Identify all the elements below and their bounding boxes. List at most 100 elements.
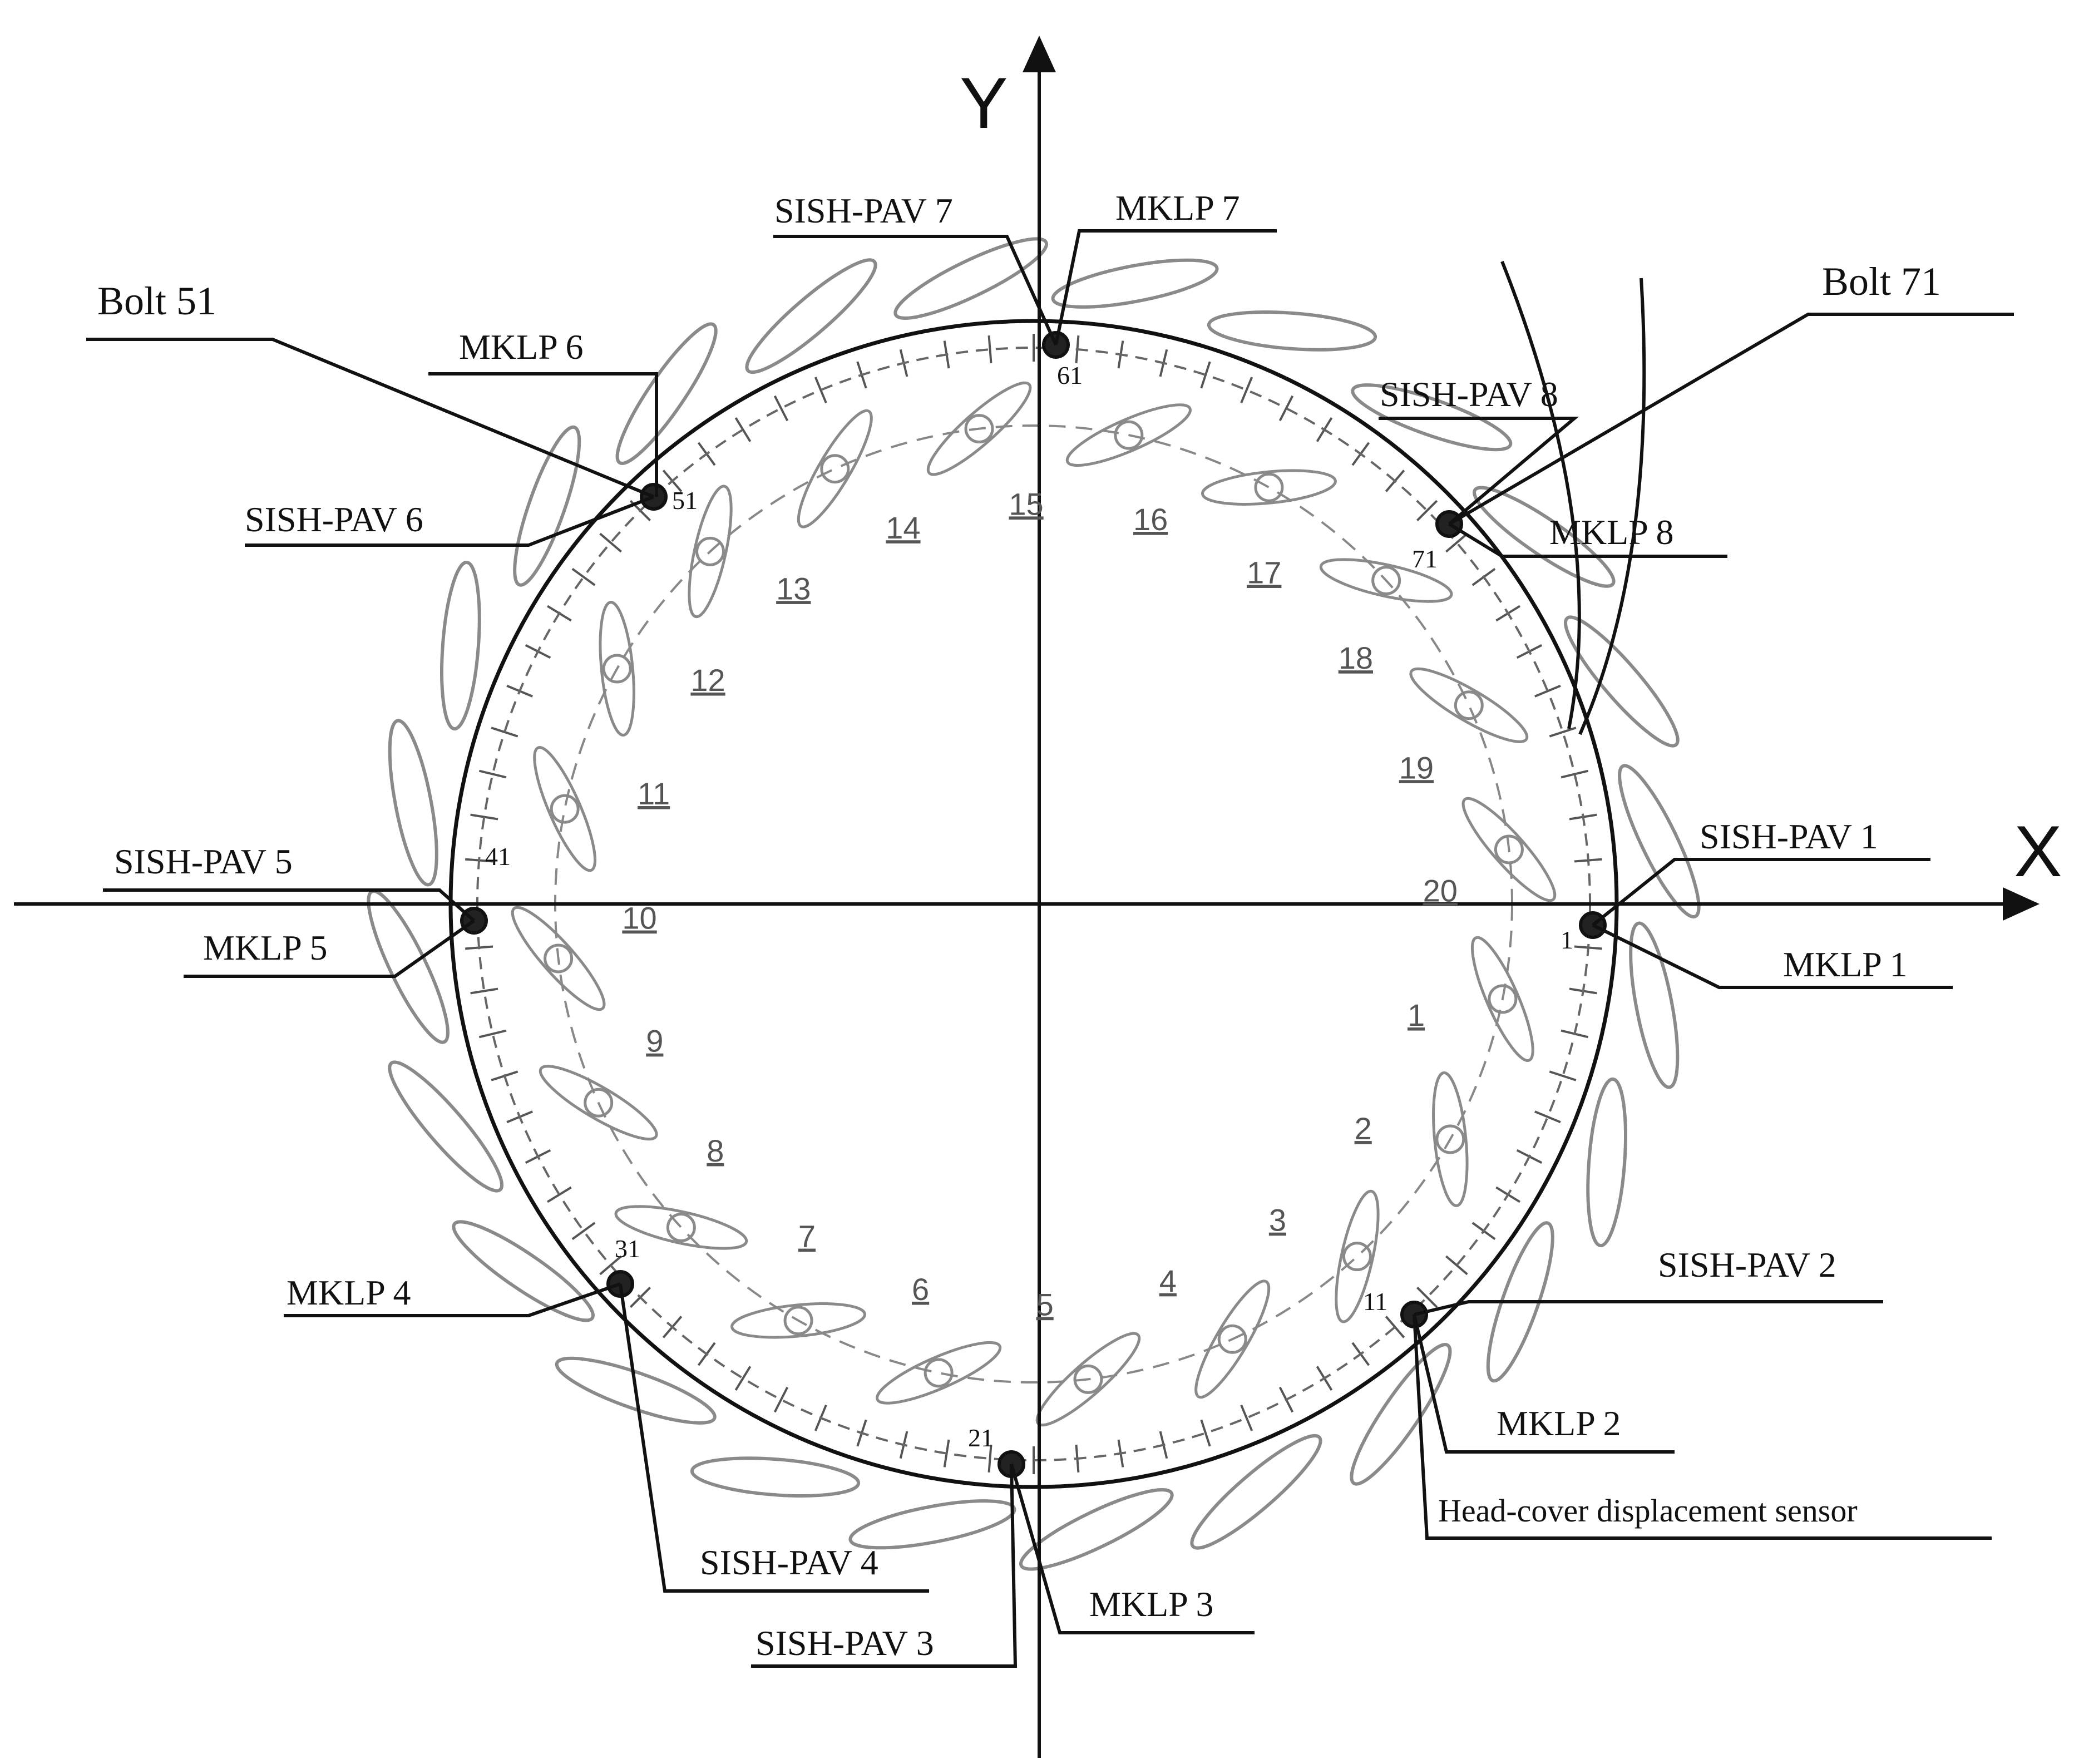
label-mklp-7: MKLP 7 [1115,188,1240,228]
guide-vane [539,1065,658,1141]
guide-vane [1194,1279,1271,1399]
bolt-tick [470,987,498,995]
label-sish-pav-3: SISH-PAV 3 [755,1623,934,1663]
vane-number: 20 [1423,873,1458,908]
point-number-21: 21 [968,1424,994,1452]
bolt-tick [1549,727,1577,738]
sector-line-b [1578,278,1646,735]
label-sish-pav-5: SISH-PAV 5 [114,842,293,881]
vane-pivot [584,1088,614,1118]
point-number-61: 61 [1057,361,1083,389]
bolt-tick [814,377,827,403]
outer-blade [745,258,877,374]
outer-blade [555,1356,717,1425]
bolt-tick [571,567,596,586]
guide-vane [1409,667,1529,743]
guide-vane [926,381,1032,476]
vane-number: 7 [798,1219,816,1254]
bolt-tick [1200,361,1211,389]
outer-blade [1207,310,1377,352]
vane-number: 4 [1159,1263,1177,1298]
vane-number: 13 [776,571,811,606]
outer-blade [893,237,1049,320]
point-number-labels: 1 11 21 31 41 51 61 71 [485,361,1573,1452]
vane-number: 6 [912,1272,929,1307]
outer-blade [452,1220,595,1322]
outer-blade [1564,615,1680,748]
vane-number: 18 [1339,640,1373,675]
label-sish-pav-2: SISH-PAV 2 [1658,1245,1836,1284]
outer-blade [440,560,481,731]
guide-vane [688,485,733,619]
vane-pivot [1254,472,1284,502]
label-mklp-3: MKLP 3 [1089,1584,1213,1624]
guide-vane [1461,797,1557,902]
point-number-11: 11 [1363,1287,1387,1316]
label-sish-pav-6: SISH-PAV 6 [245,500,423,539]
label-mklp-1: MKLP 1 [1783,945,1907,984]
guide-vane [797,409,873,528]
guide-vane [533,746,597,872]
outer-blade [690,1456,861,1498]
vane-pivot [1217,1324,1247,1354]
vane-number: 19 [1399,750,1434,785]
bolt-tick [987,335,992,364]
vane-pivot [544,943,574,974]
vane-number: 5 [1036,1287,1054,1322]
guide-vane [614,1205,748,1250]
bolt-tick [987,1444,992,1473]
bolt-tick [599,1255,622,1276]
bolt-tick [1416,1287,1438,1308]
bolt-tick [599,532,622,553]
outer-blade [1019,1488,1174,1571]
bolt-tick [773,1386,789,1413]
outer-blade [1586,1077,1627,1248]
label-sish-pav-7: SISH-PAV 7 [774,191,953,230]
vane-number: 14 [886,510,920,545]
outer-blade [1473,486,1616,588]
guide-vane [1319,558,1453,603]
vane-pivot [1073,1364,1103,1394]
guide-vane [599,601,635,737]
bolt-tick [1534,1110,1561,1124]
vane-pivot [820,454,850,484]
vane-number: 3 [1269,1203,1286,1238]
outer-blade [1190,1434,1322,1550]
vane-number: 11 [638,776,670,811]
bolt-tick [734,1366,752,1391]
outer-blade [848,1499,1016,1550]
vane-number: 16 [1133,502,1168,537]
bolt-tick [1445,1255,1468,1276]
vane-number: 9 [646,1024,663,1059]
label-bolt-51: Bolt 51 [97,279,216,323]
bolt-tick [478,769,507,779]
bolt-tick [478,1029,507,1039]
vane-number: 17 [1247,555,1281,590]
label-sish-pav-4: SISH-PAV 4 [700,1543,878,1582]
vane-number: 10 [622,901,656,936]
vane-pivot [1488,984,1518,1014]
bolt-tick [1445,532,1468,553]
bolt-tick [1416,500,1438,521]
guide-vane [1470,936,1534,1062]
vane-number: 1 [1408,997,1425,1032]
vane-pivot [783,1306,813,1336]
vane-pivot [550,794,580,824]
guide-vane [1201,469,1337,506]
label-bolt-71: Bolt 71 [1822,259,1941,304]
vane-pivot [1494,834,1524,864]
bolt-tick [1240,377,1253,403]
bolt-tick [546,1186,572,1203]
guide-vane [876,1341,1002,1405]
bolt-tick [1240,1405,1253,1431]
guide-vane [1335,1189,1380,1323]
vane-pivot [964,414,994,444]
label-mklp-2: MKLP 2 [1497,1404,1621,1443]
point-number-51: 51 [672,486,698,515]
callouts: SISH-PAV 1 MKLP 1 SISH-PAV 2 MKLP 2 Head… [86,188,2014,1668]
guide-vane [1065,403,1192,467]
vane-number: 2 [1355,1111,1372,1146]
guide-vane [1432,1071,1469,1207]
